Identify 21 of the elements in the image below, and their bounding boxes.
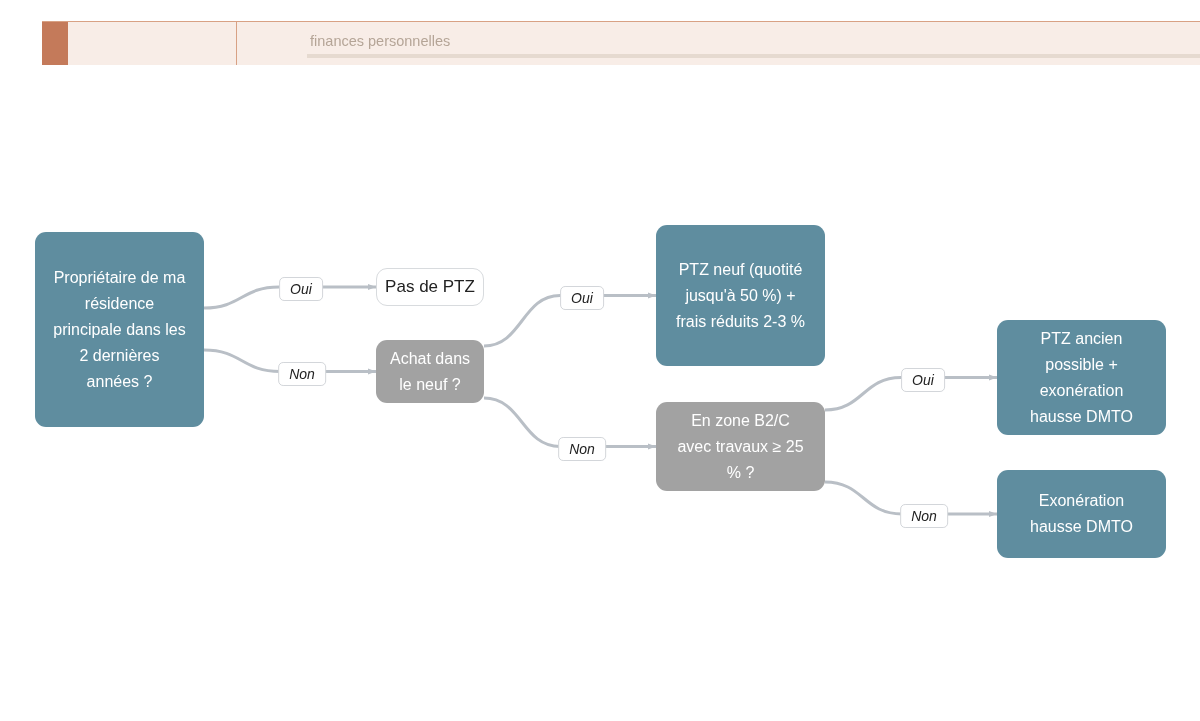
- result-box: [997, 320, 1166, 435]
- result-box: [656, 225, 825, 366]
- tagline-text: finances personnelles: [310, 33, 451, 49]
- question-text: En zone B2/C avec travaux ≥ 25 % ?: [676, 410, 805, 483]
- edge-label: Non: [900, 504, 948, 528]
- edge-label: Non: [558, 436, 606, 461]
- edge-label: Oui: [560, 285, 604, 310]
- edge-label: Non: [278, 361, 326, 386]
- result-text: PTZ neuf (quotité jusqu'à 50 %) + frais réduits 2-3 %: [675, 259, 806, 332]
- question-text: Achat dans le neuf ?: [388, 348, 472, 395]
- question-text: Propriétaire de ma résidence principale dans les 2 dernières années ?: [53, 267, 186, 392]
- result-text: PTZ ancien possible + exonération hausse DMTO: [1029, 328, 1134, 427]
- decision-box: [35, 232, 204, 427]
- edge-label: Oui: [279, 277, 323, 301]
- edge-label: Oui: [901, 367, 945, 392]
- result-box: [376, 268, 484, 306]
- result-text: Pas de PTZ: [385, 276, 475, 298]
- result-box: [997, 470, 1166, 558]
- decision-box: [376, 340, 484, 403]
- decision-box: [656, 402, 825, 491]
- result-text: Exonération hausse DMTO: [1029, 491, 1134, 537]
